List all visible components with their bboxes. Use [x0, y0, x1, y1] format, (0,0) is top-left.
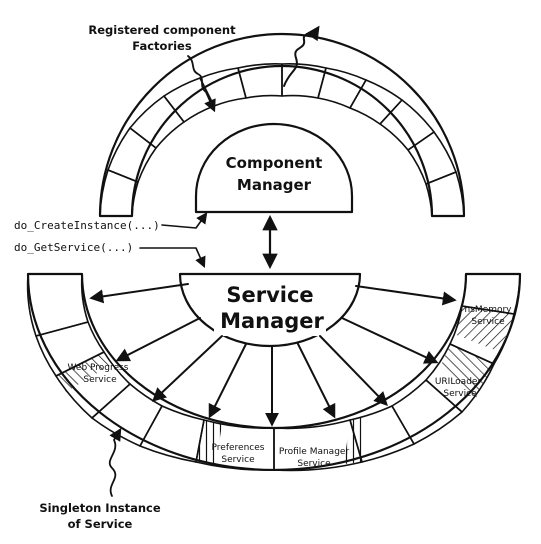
singleton-label-2: of Service	[68, 517, 133, 531]
singleton-services-ring	[26, 272, 522, 472]
exit-squiggle-arrow	[283, 25, 320, 87]
arrow-to-web-progress	[115, 317, 201, 362]
do-get-service-label: do_GetService(...)	[14, 241, 133, 254]
create-instance-arrow	[161, 212, 208, 229]
arrow-to-ns-memory	[355, 285, 457, 306]
component-manager: Component Manager	[194, 122, 354, 214]
ns-memory-label-2: Service	[471, 317, 505, 327]
arrow-to-lower-right	[319, 335, 388, 407]
arrow-to-uri-loader	[341, 317, 439, 364]
service-arrows	[89, 283, 457, 427]
factories-pointer	[187, 55, 216, 113]
preferences-label-1: Preferences	[212, 443, 265, 453]
web-progress-label-2: Service	[83, 375, 117, 385]
registered-factories-label-1: Registered component	[88, 23, 236, 37]
arrow-to-lower-left	[151, 335, 223, 402]
uri-loader-label-1: URILoader	[435, 377, 482, 387]
profile-manager-label-1: Profile Manager	[279, 447, 350, 457]
registered-factories-label-2: Factories	[132, 39, 192, 53]
arrow-to-left-end	[89, 283, 189, 304]
arrow-to-preferences	[208, 343, 247, 419]
web-progress-label-1: Web Progress	[68, 363, 129, 373]
service-manager-label-2: Manager	[220, 309, 324, 333]
service-manager: Service Manager	[178, 272, 362, 348]
singleton-label-1: Singleton Instance	[39, 501, 161, 515]
service-manager-label-1: Service	[226, 283, 313, 307]
component-manager-label-1: Component	[226, 154, 323, 172]
profile-manager-label-2: Service	[297, 459, 331, 469]
uri-loader-label-2: Service	[443, 389, 477, 399]
singleton-pointer	[108, 427, 122, 497]
get-service-arrow	[139, 247, 206, 269]
arrow-to-profile-manager	[297, 343, 336, 419]
component-manager-label-2: Manager	[237, 176, 312, 194]
preferences-label-2: Service	[221, 455, 255, 465]
do-create-instance-label: do_CreateInstance(...)	[14, 219, 160, 232]
ns-memory-label-1: nsMemory	[465, 305, 513, 315]
